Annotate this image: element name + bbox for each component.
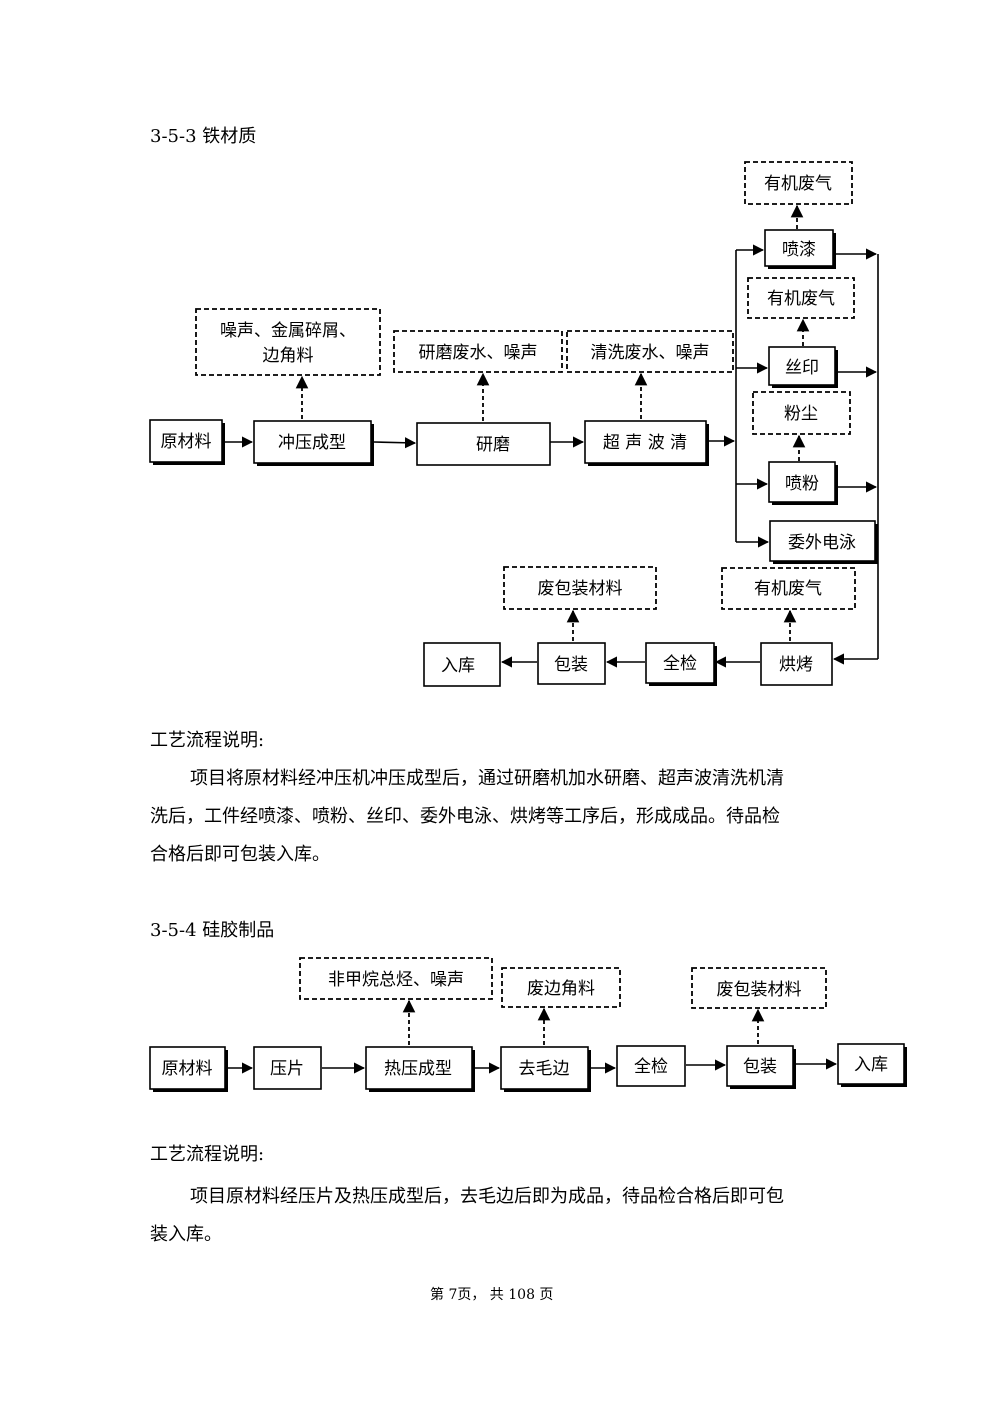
box-packing-label: 包装 [554,655,588,675]
s2-box-hot-press: 热压成型 [365,1046,475,1092]
arrow-stamp-to-grind [373,437,417,449]
section-heading-silicone: 3-5-4 硅胶制品 [150,920,275,941]
s2-box-scrap: 废边角料 [501,967,621,1008]
dust-label: 粉尘 [784,404,818,424]
box-waste-packaging: 废包装材料 [503,566,657,610]
box-raw-material: 原材料 [149,419,225,465]
box-organic-gas-mid: 有机废气 [747,277,855,319]
s2-desc-line-2: 装入库。 [150,1224,222,1245]
desc-line-1: 项目将原材料经冲压机冲压成型后，通过研磨机加水研磨、超声波清洗机清 [190,768,784,789]
noise-scrap-line1: 噪声、金属碎屑、 [220,321,356,341]
s2-pack-label: 包装 [743,1057,777,1077]
s2-voc-label: 非甲烷总烃、噪声 [328,970,464,990]
box-stamping: 冲压成型 [253,420,374,466]
clean-wastewater-label: 清洗废水、噪声 [591,343,710,363]
desc-line-2: 洗后，工件经喷漆、喷粉、丝印、委外电泳、烘烤等工序后，形成成品。待品检 [150,806,780,827]
box-noise-scrap: 噪声、金属碎屑、 边角料 [195,308,381,376]
s2-box-deburr: 去毛边 [500,1046,591,1092]
desc-title-silicone: 工艺流程说明: [150,1144,265,1165]
box-packing: 包装 [537,642,606,685]
box-raw-material-label: 原材料 [161,432,212,452]
box-grinding-label: 研磨 [476,435,510,455]
box-outsource-ep: 委外电泳 [769,520,878,564]
box-spray-powder-label: 喷粉 [785,474,819,494]
organic-gas-mid-label: 有机废气 [767,289,835,309]
organic-gas-bake-label: 有机废气 [754,579,822,599]
box-stamping-label: 冲压成型 [278,433,346,453]
box-clean-wastewater: 清洗废水、噪声 [566,330,734,373]
box-warehouse-label: 入库 [441,656,475,676]
box-spray-paint-label: 喷漆 [782,240,816,260]
box-ultrasonic-label: 超 声 波 清 [603,433,687,453]
noise-scrap-line2: 边角料 [263,346,314,366]
box-outsource-ep-label: 委外电泳 [788,533,856,553]
box-organic-gas-bake: 有机废气 [721,567,856,610]
s2-box-press: 压片 [253,1046,322,1090]
s2-box-pack: 包装 [726,1045,796,1089]
box-inspection: 全检 [645,642,717,686]
s2-box-voc-noise: 非甲烷总烃、噪声 [299,957,493,1000]
s2-box-store: 入库 [837,1043,907,1087]
grind-wastewater-label: 研磨废水、噪声 [419,343,538,363]
box-silk-print: 丝印 [768,346,838,388]
s2-scrap-label: 废边角料 [527,979,595,999]
page-footer: 第 7页， 共 108 页 [430,1287,554,1303]
s2-hot-press-label: 热压成型 [384,1059,452,1079]
box-baking: 烘烤 [760,642,833,686]
waste-packaging-label: 废包装材料 [538,579,623,599]
s2-raw-label: 原材料 [162,1059,213,1079]
s2-press-label: 压片 [270,1059,304,1079]
s2-box-raw-material: 原材料 [149,1046,228,1092]
s2-deburr-label: 去毛边 [519,1059,570,1079]
section-heading-iron: 3-5-3 铁材质 [150,126,257,147]
s2-store-label: 入库 [854,1055,888,1075]
box-baking-label: 烘烤 [779,655,813,675]
box-inspection-label: 全检 [663,654,697,674]
s2-waste-pack-label: 废包装材料 [717,980,802,1000]
desc-line-3: 合格后即可包装入库。 [150,844,330,865]
box-ultrasonic: 超 声 波 清 [584,420,709,466]
box-grind-wastewater: 研磨废水、噪声 [393,330,563,373]
box-spray-paint: 喷漆 [764,229,836,269]
box-spray-powder: 喷粉 [768,461,838,505]
box-dust: 粉尘 [752,391,851,435]
s2-inspect-label: 全检 [634,1057,668,1077]
s2-box-waste-pack: 废包装材料 [691,967,827,1009]
box-organic-gas-top: 有机废气 [744,161,853,205]
s2-desc-line-1: 项目原材料经压片及热压成型后，去毛边后即为成品，待品检合格后即可包 [190,1186,784,1207]
box-warehouse: 入库 [423,642,501,687]
box-silk-print-label: 丝印 [785,358,819,378]
organic-gas-top-label: 有机废气 [764,174,832,194]
box-grinding: 研磨 [416,422,551,466]
desc-title-iron: 工艺流程说明: [150,730,265,751]
s2-box-inspect: 全检 [616,1045,686,1087]
